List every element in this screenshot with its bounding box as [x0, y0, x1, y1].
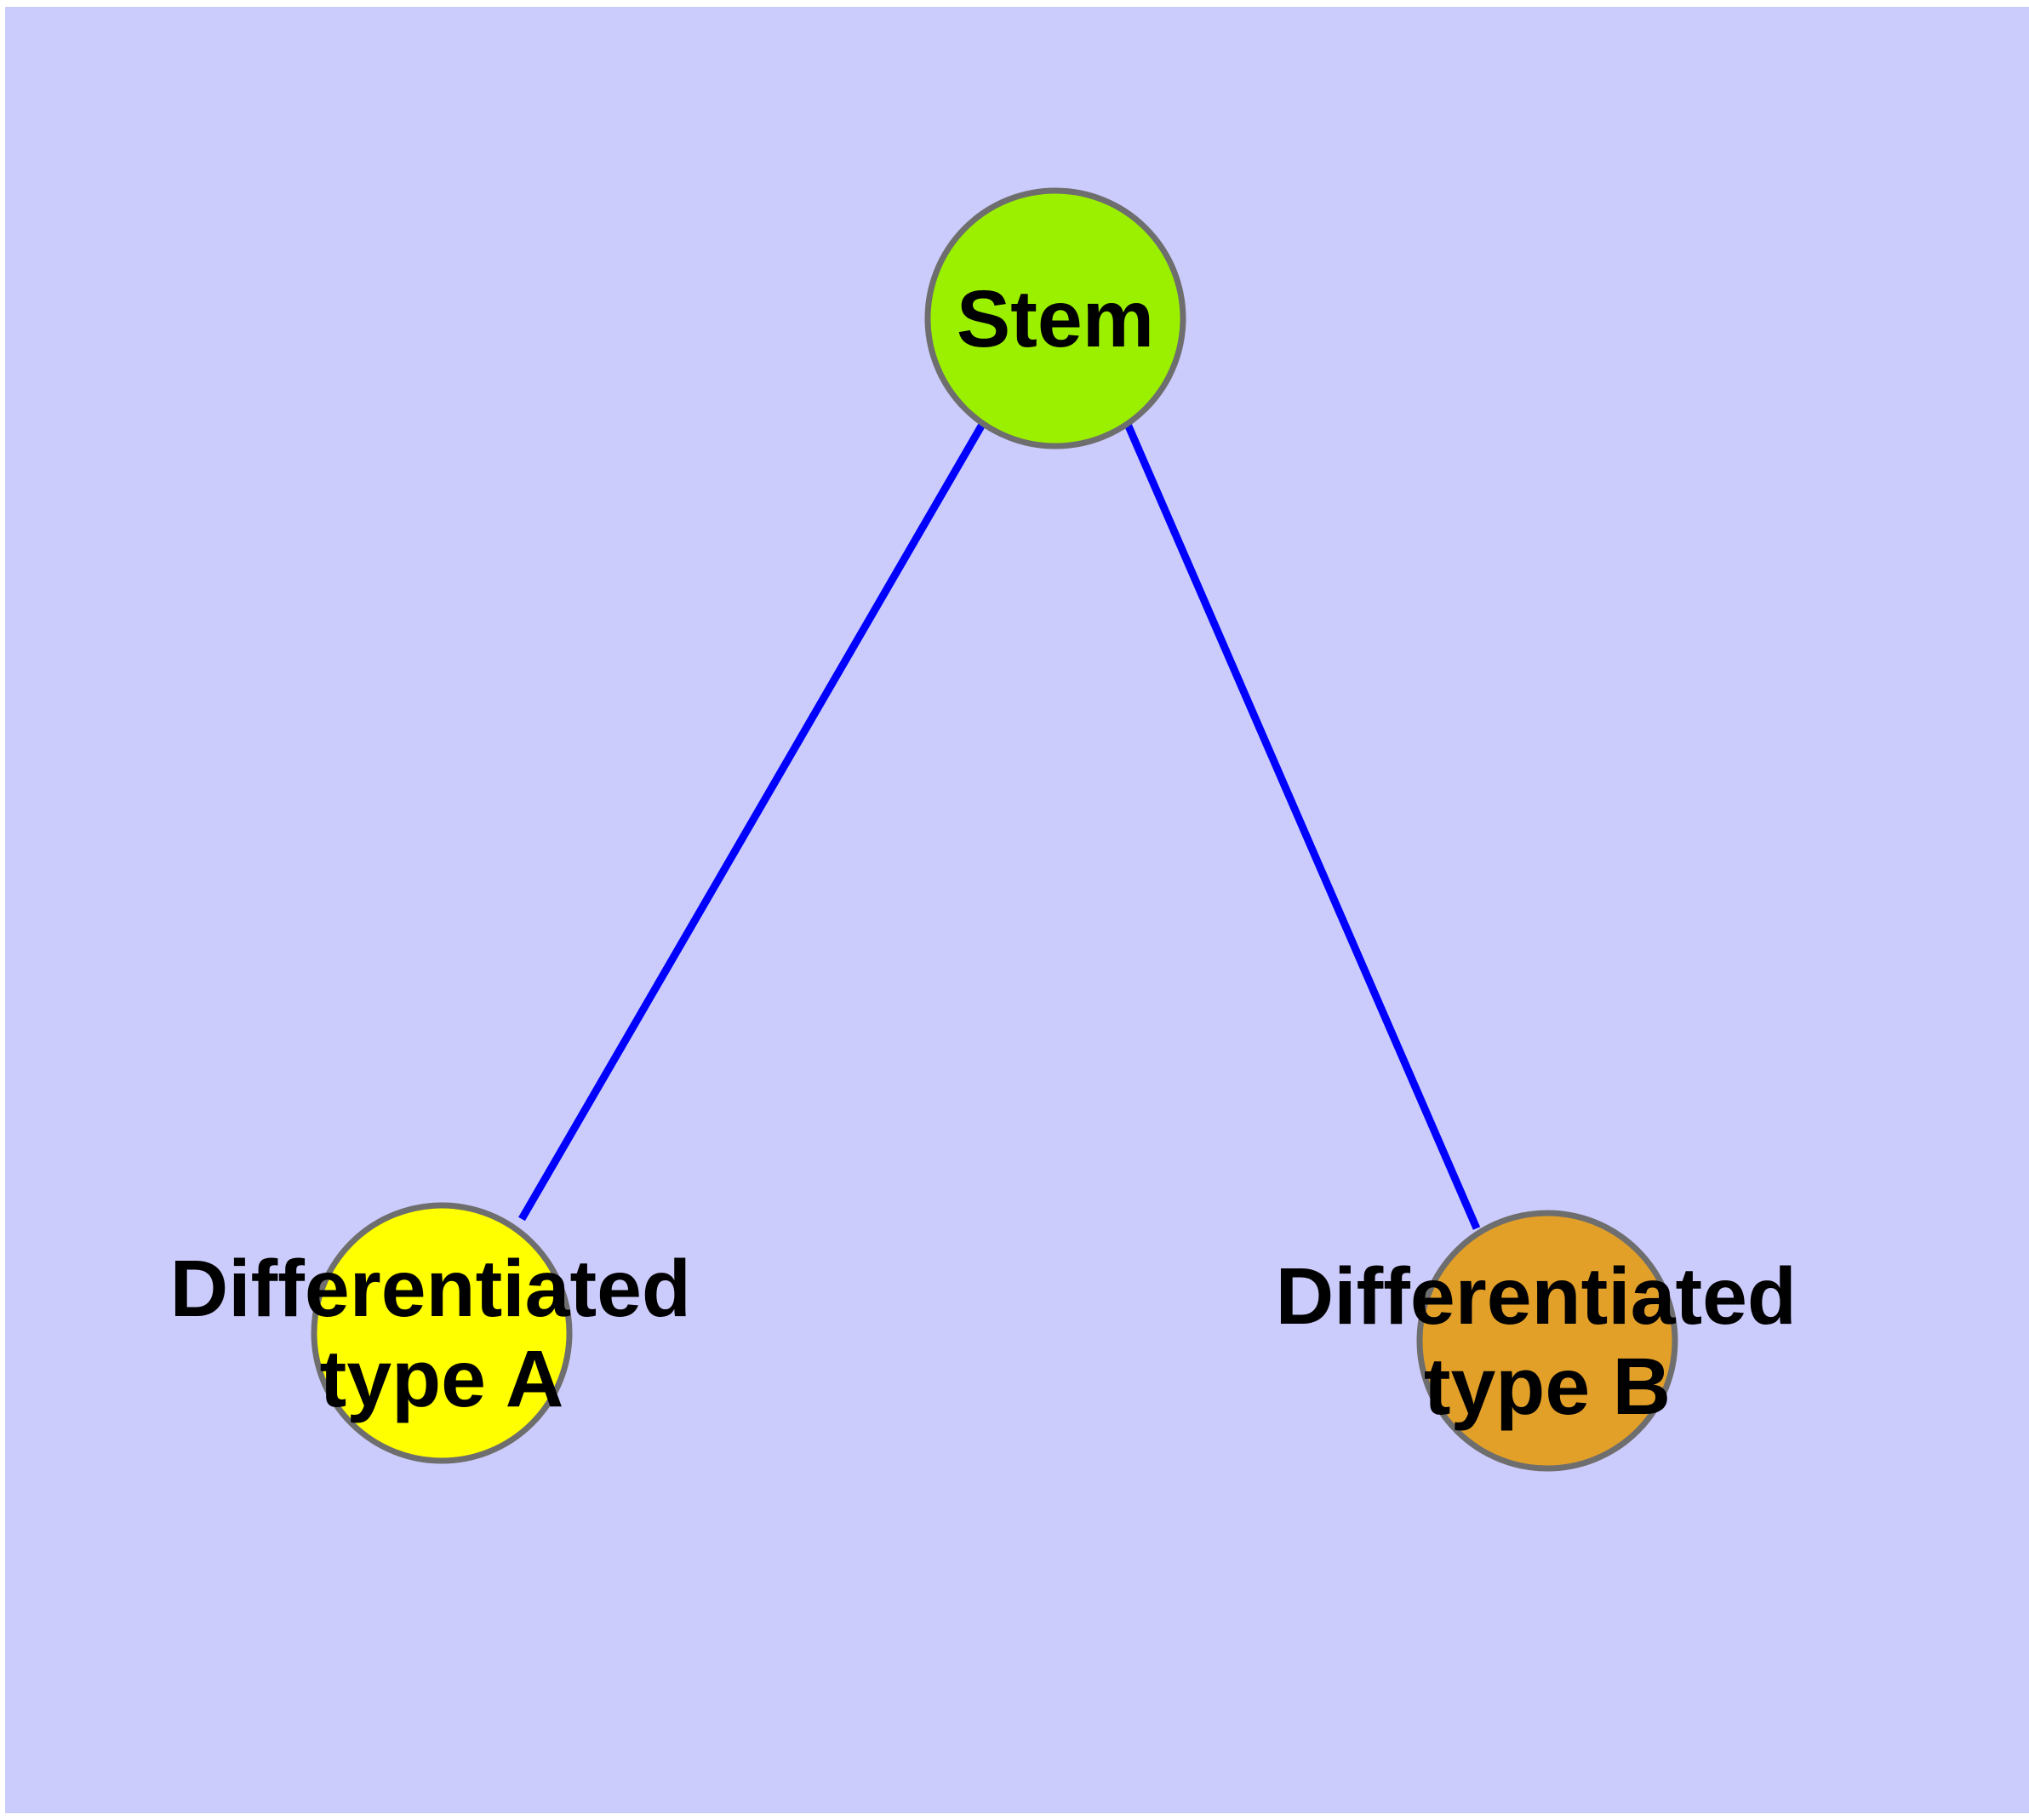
node-differentiated-type-b-label-line-1: Differentiated — [1276, 1251, 1797, 1342]
node-differentiated-type-a-circle[interactable] — [311, 1202, 573, 1464]
label-layer: Stem Differentiated type A Differentiate… — [170, 274, 1820, 1432]
node-layer — [311, 187, 1678, 1472]
edge-layer — [518, 421, 1481, 1230]
node-stem-label: Stem — [957, 274, 1154, 364]
node-differentiated-type-a-label: Differentiated type A — [170, 1244, 714, 1424]
node-stem-label-line-1: Stem — [957, 274, 1154, 364]
node-differentiated-type-b-label-line-2: type B — [1424, 1342, 1671, 1432]
node-stem[interactable] — [924, 187, 1186, 449]
node-differentiated-type-b[interactable] — [1416, 1210, 1678, 1472]
node-differentiated-type-a-label-line-1: Differentiated — [170, 1244, 691, 1334]
node-differentiated-type-b-label: Differentiated type B — [1276, 1251, 1820, 1432]
edge-stem-to-differentiated-type-a[interactable] — [518, 421, 986, 1222]
node-stem-circle[interactable] — [924, 187, 1186, 449]
node-differentiated-type-a[interactable] — [311, 1202, 573, 1464]
edge-stem-to-differentiated-type-b[interactable] — [1123, 421, 1481, 1230]
node-differentiated-type-b-circle[interactable] — [1416, 1210, 1678, 1472]
node-differentiated-type-a-label-line-2: type A — [320, 1334, 564, 1424]
